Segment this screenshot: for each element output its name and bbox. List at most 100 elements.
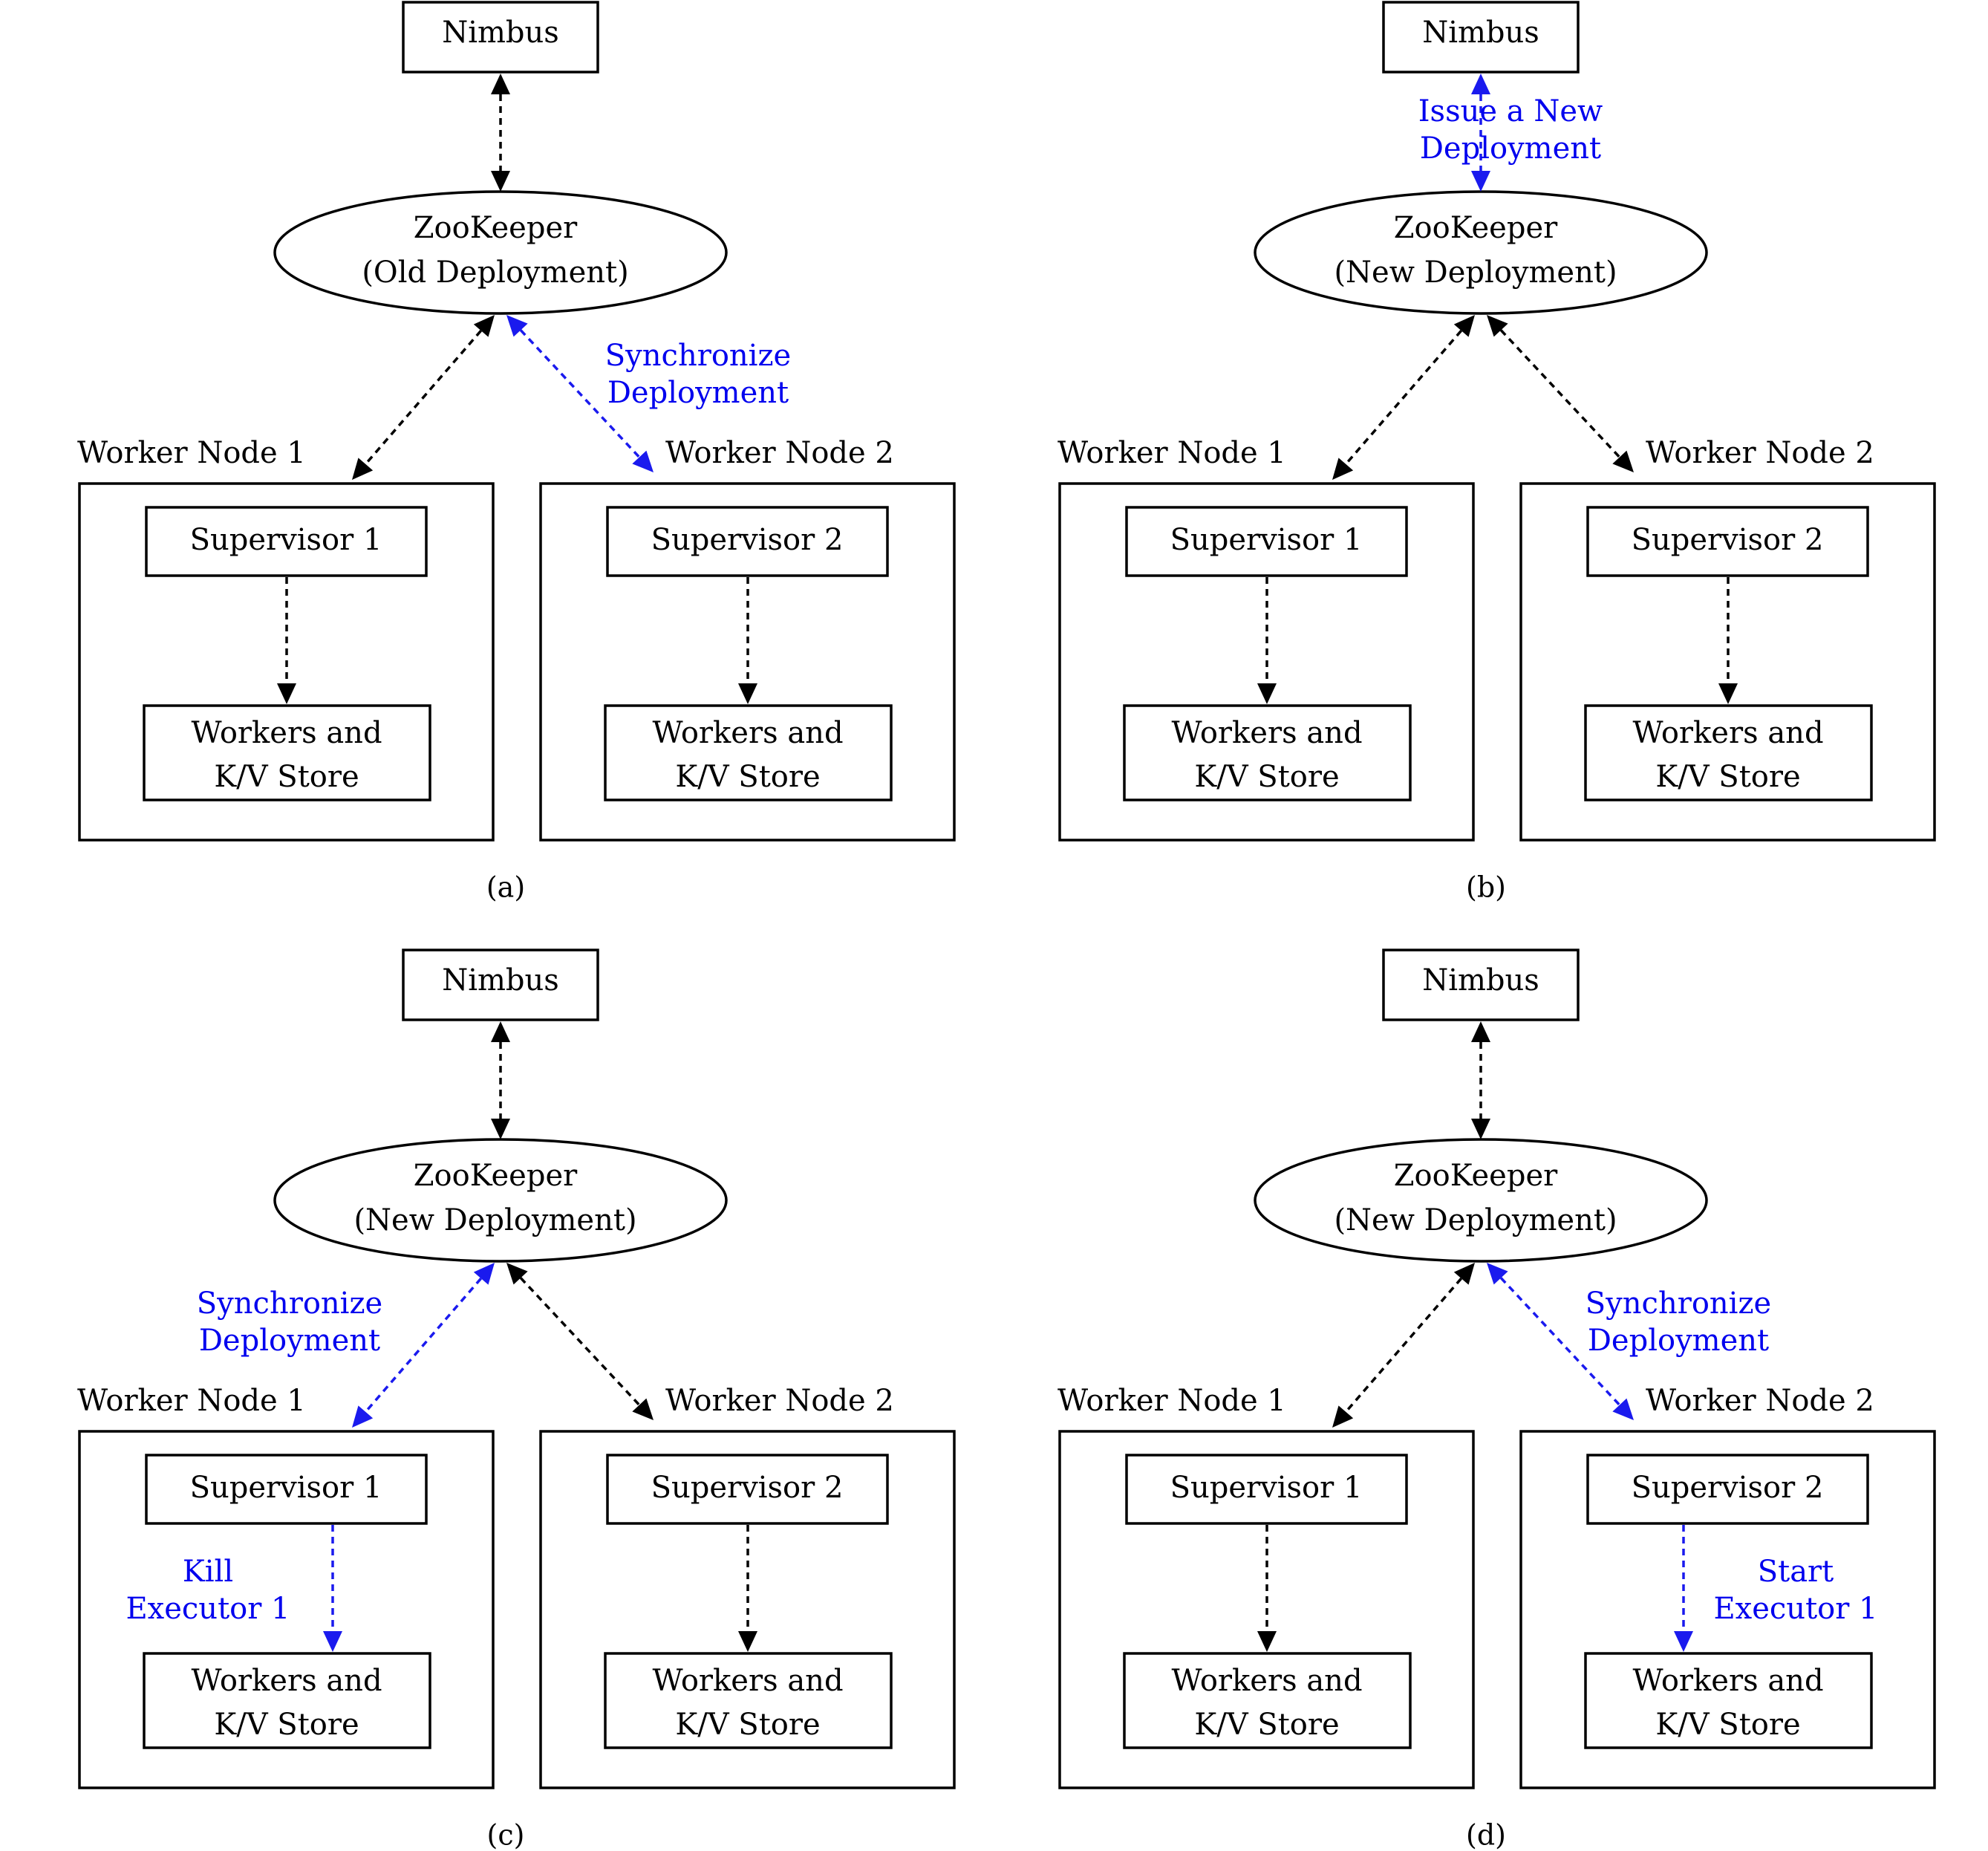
workers-store-2-box xyxy=(1584,704,1873,801)
workers-store-2-box xyxy=(604,704,893,801)
supervisor-2-box xyxy=(1586,506,1869,577)
zookeeper-worker-node-2-annotation: Synchronize xyxy=(1585,1286,1771,1321)
workers-store-2-label: Workers and xyxy=(1632,1664,1823,1698)
edge-line xyxy=(1344,1278,1463,1413)
worker-node-1-label: Worker Node 1 xyxy=(1057,1384,1286,1418)
arrowhead xyxy=(1471,1021,1490,1042)
worker-node-1-label: Worker Node 1 xyxy=(1057,436,1286,470)
supervisor-1-annotation: Kill xyxy=(183,1555,233,1589)
zookeeper-worker-node-1-edge xyxy=(352,315,495,480)
supervisor-2-label: Supervisor 2 xyxy=(1632,1471,1824,1505)
arrowhead xyxy=(1453,315,1475,337)
zookeeper-label: ZooKeeper xyxy=(414,1159,578,1193)
nimbus-label: Nimbus xyxy=(1422,963,1539,998)
zookeeper-worker-node-1-edge xyxy=(1332,315,1475,480)
workers-store-1-label: Workers and xyxy=(191,1664,382,1698)
nimbus-box xyxy=(402,949,599,1021)
arrowhead xyxy=(632,450,654,472)
workers-store-1-label: K/V Store xyxy=(1194,760,1339,794)
workers-store-1-label: K/V Store xyxy=(214,1708,359,1742)
worker-node-1-label: Worker Node 1 xyxy=(77,436,306,470)
zookeeper-state: (New Deployment) xyxy=(1334,256,1617,290)
supervisor-1-label: Supervisor 1 xyxy=(1170,523,1363,557)
zookeeper-worker-node-2-annotation: Deployment xyxy=(1588,1324,1769,1358)
zookeeper-ellipse xyxy=(1254,190,1708,315)
zookeeper-label: ZooKeeper xyxy=(1394,1159,1558,1193)
supervisor-1-workers-edge xyxy=(1257,1525,1277,1652)
nimbus-label: Nimbus xyxy=(1422,16,1539,50)
zookeeper-worker-node-2-edge xyxy=(1487,315,1634,472)
arrowhead xyxy=(506,315,528,337)
supervisor-2-box xyxy=(606,1454,889,1525)
supervisor-2-annotation: Executor 1 xyxy=(1713,1592,1877,1626)
zookeeper-worker-node-2-edge xyxy=(1487,1263,1634,1420)
arrowhead xyxy=(473,315,495,337)
workers-store-2-label: K/V Store xyxy=(675,760,820,794)
supervisor-1-box xyxy=(1125,1454,1408,1525)
supervisor-2-box xyxy=(1586,1454,1869,1525)
worker-node-2-label: Worker Node 2 xyxy=(665,1384,894,1418)
arrowhead xyxy=(1718,683,1738,704)
worker-node-1-label: Worker Node 1 xyxy=(77,1384,306,1418)
arrowhead xyxy=(473,1263,495,1285)
nimbus-zookeeper-edge xyxy=(1471,1021,1490,1139)
zookeeper-worker-node-1-edge xyxy=(1332,1263,1475,1428)
workers-store-1-label: K/V Store xyxy=(1194,1708,1339,1742)
zookeeper-state: (New Deployment) xyxy=(353,1203,636,1237)
zookeeper-label: ZooKeeper xyxy=(1394,211,1558,245)
workers-store-1-label: K/V Store xyxy=(214,760,359,794)
edge-line xyxy=(519,329,641,458)
arrowhead xyxy=(506,1263,528,1285)
supervisor-1-annotation: Executor 1 xyxy=(126,1592,290,1626)
nimbus-label: Nimbus xyxy=(442,963,559,998)
worker-node-2-label: Worker Node 2 xyxy=(665,436,894,470)
nimbus-box xyxy=(1382,1,1580,74)
zookeeper-worker-node-2-annotation: Deployment xyxy=(607,376,789,410)
workers-store-2-label: Workers and xyxy=(1632,716,1823,750)
supervisor-2-label: Supervisor 2 xyxy=(651,1471,844,1505)
edge-line xyxy=(519,1277,641,1406)
zookeeper-worker-node-1-edge xyxy=(352,1263,495,1428)
arrowhead xyxy=(1612,450,1634,472)
arrowhead xyxy=(1471,1119,1490,1139)
supervisor-1-box xyxy=(145,506,428,577)
arrowhead xyxy=(1487,1263,1508,1285)
workers-store-1-box xyxy=(1123,1652,1412,1749)
arrowhead xyxy=(1453,1263,1475,1285)
arrowhead xyxy=(491,171,510,192)
supervisor-1-box xyxy=(145,1454,428,1525)
supervisor-2-label: Supervisor 2 xyxy=(1632,523,1824,557)
zookeeper-state: (Old Deployment) xyxy=(362,256,628,290)
zookeeper-ellipse xyxy=(1254,1138,1708,1263)
zookeeper-state: (New Deployment) xyxy=(1334,1203,1617,1237)
arrowhead xyxy=(352,458,374,480)
edge-line xyxy=(1499,1277,1621,1406)
arrowhead xyxy=(1332,1405,1354,1428)
nimbus-label: Nimbus xyxy=(442,16,559,50)
supervisor-2-workers-edge xyxy=(738,577,757,704)
workers-store-2-label: Workers and xyxy=(652,1664,843,1698)
nimbus-box xyxy=(402,1,599,74)
supervisor-2-workers-edge xyxy=(1674,1525,1693,1652)
workers-store-1-box xyxy=(1123,704,1412,801)
supervisor-2-workers-edge xyxy=(738,1525,757,1652)
arrowhead xyxy=(1471,171,1490,192)
panel-caption: (b) xyxy=(1466,871,1506,904)
zookeeper-label: ZooKeeper xyxy=(414,211,578,245)
edge-line xyxy=(364,1278,483,1413)
nimbus-zookeeper-annotation: Issue a New xyxy=(1418,94,1603,129)
workers-store-2-label: K/V Store xyxy=(1655,760,1800,794)
nimbus-zookeeper-edge xyxy=(491,1021,510,1139)
arrowhead xyxy=(491,1119,510,1139)
arrowhead xyxy=(491,1021,510,1042)
arrowhead xyxy=(1487,315,1508,337)
arrowhead xyxy=(738,1631,757,1652)
zookeeper-worker-node-1-annotation: Synchronize xyxy=(197,1286,382,1321)
nimbus-zookeeper-annotation: Deployment xyxy=(1420,131,1601,166)
arrowhead xyxy=(1612,1398,1634,1420)
